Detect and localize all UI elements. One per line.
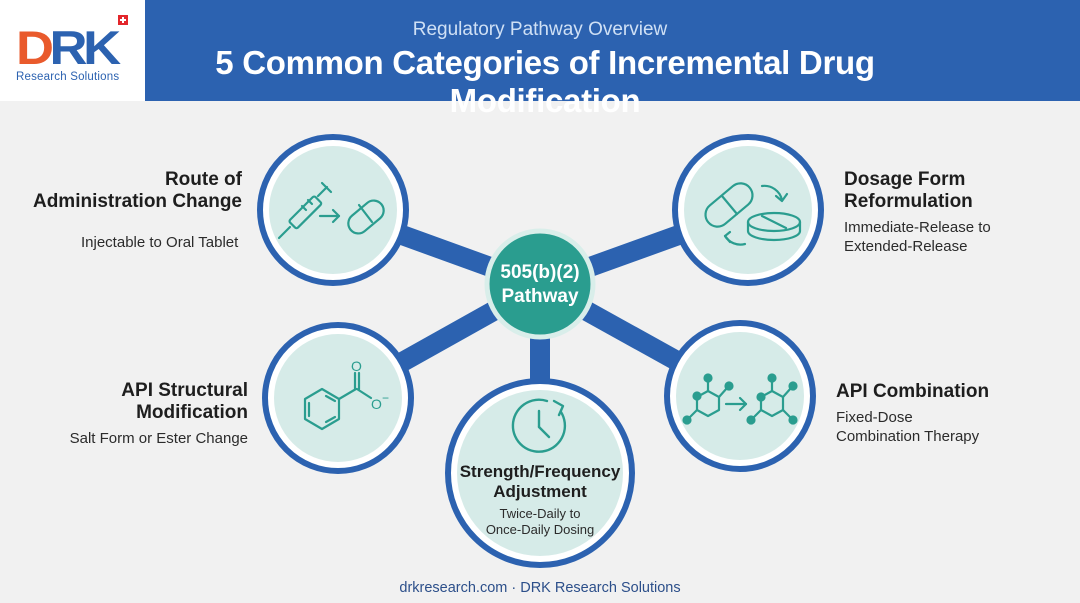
molecule-combination-icon <box>682 373 798 425</box>
syringe-to-capsule-icon <box>277 181 385 240</box>
swiss-cross-icon <box>118 15 128 25</box>
node-route-title-line2: Administration Change <box>32 191 242 212</box>
footer-credit[interactable]: drkresearch.com · DRK Research Solutions <box>399 580 681 596</box>
logo: DRK Research Solutions <box>0 0 145 101</box>
header-banner: DRK Research Solutions Regulatory Pathwa… <box>0 0 1080 119</box>
node-dosage-desc-line1: Immediate-Release to <box>844 219 991 236</box>
capsule-tablet-cycle-icon <box>704 182 802 246</box>
node-dosage-label: Dosage Form Reformulation Immediate-Rele… <box>844 169 1064 256</box>
logo-subtitle: Research Solutions <box>16 71 120 83</box>
node-dosage-desc-line2: Extended-Release <box>844 238 968 255</box>
node-dosage-title-line2: Reformulation <box>844 191 973 212</box>
node-combination-label: API Combination Fixed-Dose Combination T… <box>836 381 1056 446</box>
node-strength-title-line1: Strength/Frequency <box>459 462 621 481</box>
benzoate-molecule-icon: O O − <box>303 358 389 431</box>
node-strength-fill <box>457 390 623 556</box>
node-combination-desc-line1: Fixed-Dose <box>836 409 913 426</box>
node-dosage-title-line1: Dosage Form <box>844 169 966 190</box>
node-route-desc: Injectable to Oral Tablet <box>81 234 239 251</box>
center-hub <box>484 228 596 340</box>
logo-mark: DRK <box>16 21 121 74</box>
clock-icon <box>511 398 567 453</box>
node-combination-fill <box>676 332 804 460</box>
node-strength-desc-line1: Twice-Daily to <box>499 506 581 521</box>
node-api-structural-desc: Salt Form or Ester Change <box>69 430 248 447</box>
node-api-structural-title-line1: API Structural <box>121 380 248 401</box>
node-api-structural-label: API Structural Modification Salt Form or… <box>40 380 248 448</box>
node-dosage-fill <box>684 146 812 274</box>
node-api-structural-title-line2: Modification <box>136 402 248 423</box>
node-combination-desc-line2: Combination Therapy <box>836 428 980 445</box>
svg-text:O: O <box>371 396 382 412</box>
center-line1: 505(b)(2) <box>500 262 580 283</box>
page-title: 5 Common Categories of Incremental Drug … <box>215 44 875 119</box>
node-combination-title: API Combination <box>836 381 990 402</box>
svg-text:−: − <box>382 391 389 405</box>
center-line2: Pathway <box>501 286 579 307</box>
center-hub-label: 505(b)(2) Pathway <box>488 261 592 309</box>
node-strength-title-line2: Adjustment <box>493 482 587 501</box>
page-subtitle: Regulatory Pathway Overview <box>412 19 668 40</box>
node-strength-desc-line2: Once-Daily Dosing <box>485 522 595 537</box>
node-route-label: Route of Administration Change <box>20 169 242 213</box>
svg-text:O: O <box>351 358 362 374</box>
node-strength-label: Strength/Frequency Adjustment Twice-Dail… <box>455 462 625 538</box>
node-route-title-line1: Route of <box>164 169 242 190</box>
